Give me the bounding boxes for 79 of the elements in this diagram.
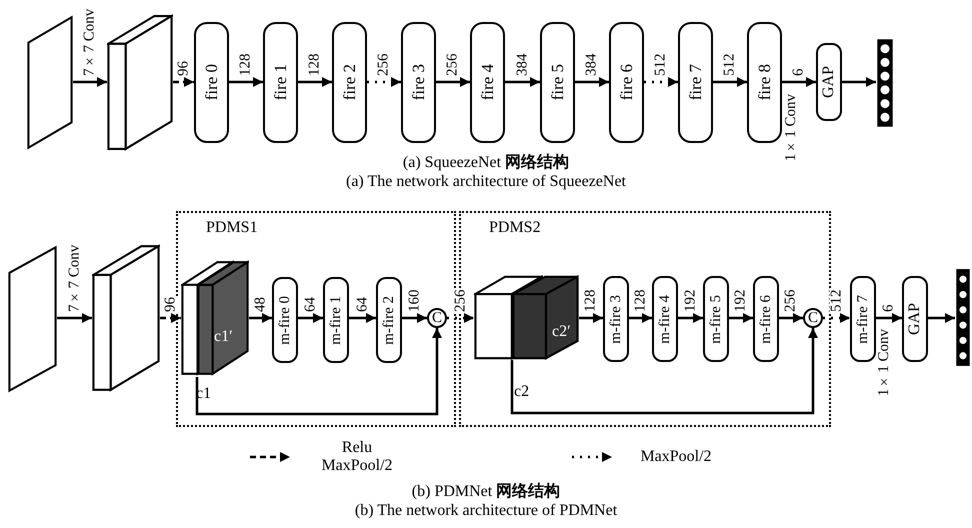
figure-caption: (b) PDMNet 网络结构 (410, 483, 562, 501)
layer-box: m-fire 0 (272, 277, 298, 363)
layer-box: m-fire 6 (753, 276, 779, 362)
feature-map-block (107, 13, 173, 152)
arrow (779, 313, 803, 323)
arrow (402, 313, 427, 323)
arrow (298, 313, 323, 323)
edge-label: 384 (515, 52, 530, 77)
layer-annotation: 1×1 Conv (784, 94, 799, 162)
layer-box: m-fire 4 (652, 276, 678, 362)
arrow (579, 313, 603, 323)
arrow (349, 313, 376, 323)
arrow (436, 77, 470, 87)
layer-box: m-fire 2 (376, 277, 402, 363)
arrow (505, 77, 540, 87)
edge-label: 160 (407, 288, 422, 313)
edge-label: 64 (355, 296, 370, 313)
layer-box: m-fire 7 (850, 276, 876, 362)
layer-box: fire 6 (609, 22, 644, 143)
arrow (298, 77, 332, 87)
arrow (842, 77, 876, 87)
layer-box: fire 4 (470, 22, 505, 143)
edge-label: 96 (163, 296, 178, 313)
arrow (928, 313, 955, 323)
layer-box: fire 2 (332, 22, 367, 143)
input-plane (8, 243, 57, 395)
arrow (249, 313, 272, 323)
legend-text: MaxPool/2 (639, 448, 713, 466)
skip-connection-arrow (510, 328, 818, 414)
arrow (876, 313, 902, 323)
layer-box: m-fire 5 (703, 276, 729, 362)
layer-box: fire 7 (678, 22, 713, 143)
edge-label: 96 (176, 60, 191, 77)
edge-label: 256 (453, 288, 468, 313)
layer-box: fire 0 (194, 22, 229, 143)
edge-label: 512 (829, 288, 844, 313)
arrow (173, 77, 194, 87)
arrow (229, 77, 263, 87)
arrow (713, 77, 747, 87)
arrow (160, 313, 181, 323)
module-title: PDMS2 (489, 219, 541, 237)
concat-node: C (803, 308, 823, 328)
arrow (57, 313, 92, 323)
edge-label: 128 (633, 288, 648, 313)
arrow (823, 313, 850, 323)
arrow (729, 313, 753, 323)
block-label: c1′ (214, 329, 233, 345)
block-label: c2 (514, 384, 530, 400)
arrow (644, 77, 678, 87)
skip-connection-arrow (196, 328, 442, 416)
figure-caption: (b) The network architecture of PDMNet (354, 502, 618, 520)
feature-map-block (92, 243, 160, 393)
input-plane (27, 13, 73, 152)
block-label: c2′ (552, 324, 571, 340)
figure-caption: (a) The network architecture of SqueezeNet (344, 173, 627, 191)
arrow (782, 77, 816, 87)
arrow (367, 77, 401, 87)
arrow (678, 313, 703, 323)
layer-annotation: 1×1 Conv (877, 329, 892, 396)
arrow (629, 313, 652, 323)
edge-label: 64 (303, 296, 318, 313)
layer-box: GAP (902, 276, 928, 362)
edge-label: 7×7 Conv (67, 244, 82, 313)
module-title: PDMS1 (206, 219, 258, 237)
layer-box: m-fire 1 (323, 277, 349, 363)
layer-box: fire 1 (263, 22, 298, 143)
module-frame (176, 211, 456, 427)
layer-box: m-fire 3 (603, 276, 629, 362)
edge-label: 192 (683, 288, 698, 313)
arrow (575, 77, 609, 87)
layer-box: fire 5 (540, 22, 575, 143)
arrow (447, 313, 474, 323)
layer-box: fire 3 (401, 22, 436, 143)
concat-node: C (427, 308, 447, 328)
edge-label: 48 (253, 296, 268, 313)
layer-box: fire 8 (747, 22, 782, 143)
legend-text: Relu MaxPool/2 (320, 439, 394, 476)
arrow (73, 77, 107, 87)
layer-box: GAP (816, 43, 842, 121)
